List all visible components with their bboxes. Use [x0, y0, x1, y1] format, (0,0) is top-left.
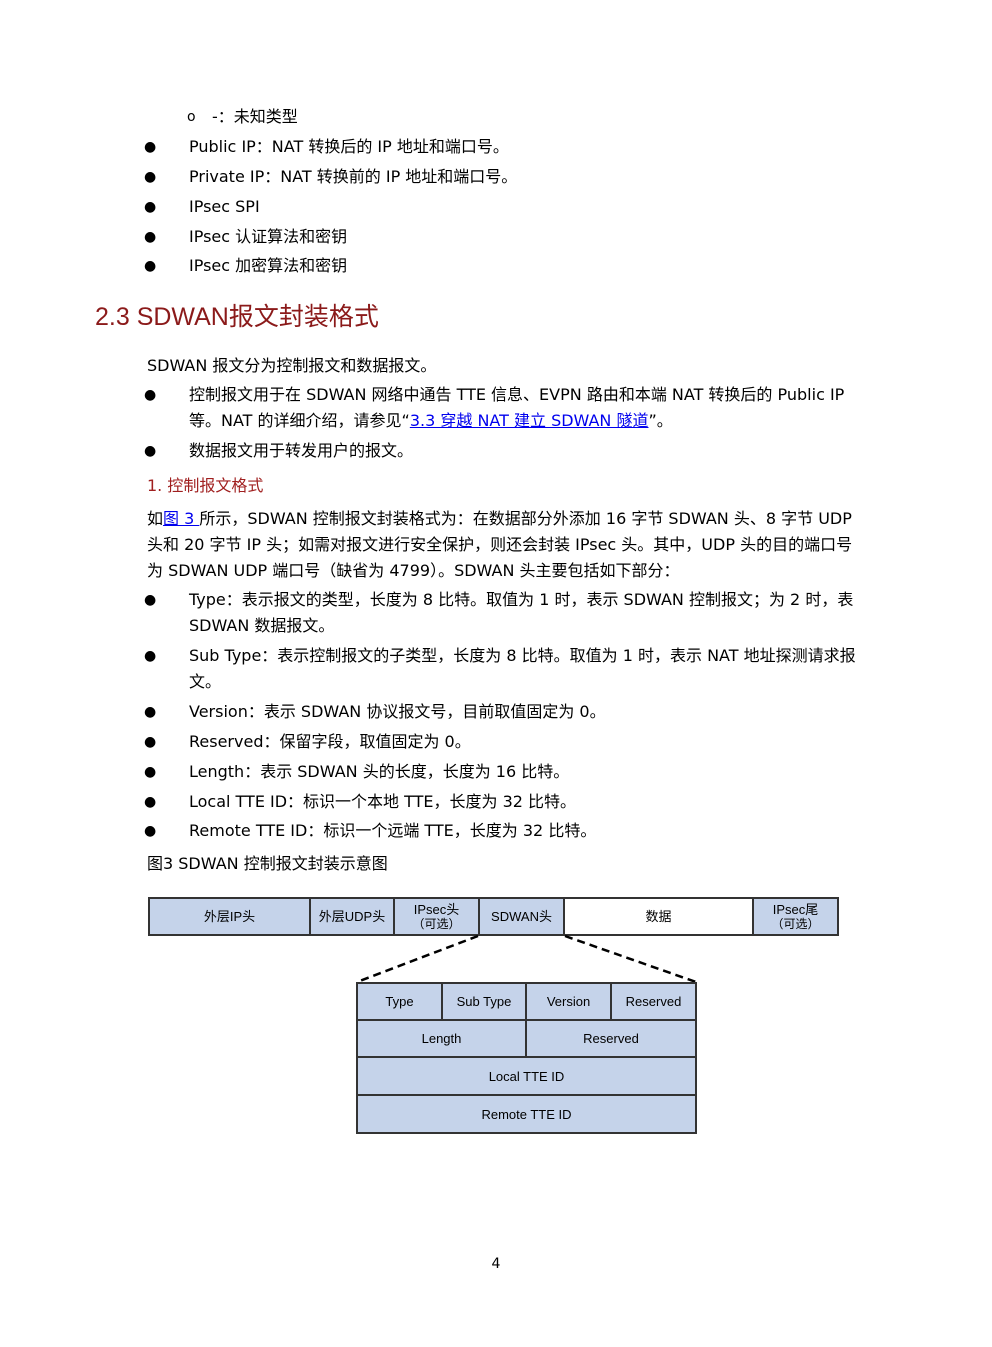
- figure-caption: 图3 SDWAN 控制报文封装示意图: [147, 854, 388, 873]
- sdwan-header-cell: SDWAN头: [478, 897, 565, 936]
- paragraph-line: 头和 20 字节 IP 头；如需对报文进行安全保护，则还会封装 IPsec 头。…: [147, 535, 853, 554]
- length-field-cell: Length: [356, 1019, 527, 1058]
- data-cell: 数据: [563, 897, 754, 936]
- cell-label: Reserved: [625, 994, 682, 1009]
- field-item: Type：表示报文的类型，长度为 8 比特。取值为 1 时，表示 SDWAN 控…: [189, 590, 854, 609]
- cell-label: Version: [546, 994, 591, 1009]
- bullet-icon: ●: [144, 169, 157, 185]
- bullet-icon: ●: [144, 258, 157, 274]
- bullet-icon: ●: [144, 704, 157, 720]
- local-tte-id-cell: Local TTE ID: [356, 1056, 697, 1096]
- list-item: IPsec 加密算法和密钥: [189, 256, 348, 275]
- bullet-icon: ●: [144, 443, 157, 459]
- sub-type-field-cell: Sub Type: [441, 982, 527, 1021]
- cell-label: Type: [385, 994, 414, 1009]
- cell-label: Remote TTE ID: [481, 1106, 572, 1122]
- paragraph-line: 如图 3 所示，SDWAN 控制报文封装格式为：在数据部分外添加 16 字节 S…: [147, 505, 852, 532]
- list-item-continuation: 等。NAT 的详细介绍，请参见“3.3 穿越 NAT 建立 SDWAN 隧道”。: [189, 408, 673, 434]
- cell-label: Length: [421, 1031, 462, 1046]
- paragraph-line: 为 SDWAN UDP 端口号（缺省为 4799）。SDWAN 头主要包括如下部…: [147, 561, 680, 580]
- section-3-3-link[interactable]: 3.3 穿越 NAT 建立 SDWAN 隧道: [409, 411, 649, 430]
- list-item: 数据报文用于转发用户的报文。: [189, 441, 414, 460]
- bullet-icon: ●: [144, 734, 157, 750]
- dashed-line-right: [564, 934, 697, 984]
- cell-label: 数据: [645, 909, 672, 924]
- cell-label: 外层UDP头: [318, 909, 386, 924]
- field-item: Length：表示 SDWAN 头的长度，长度为 16 比特。: [189, 762, 570, 781]
- sub-bullet-marker: o: [187, 109, 196, 125]
- list-item: IPsec 认证算法和密钥: [189, 227, 348, 246]
- ipsec-tail-cell: IPsec尾 （可选）: [752, 897, 839, 936]
- bullet-icon: ●: [144, 229, 157, 245]
- list-item: -：未知类型: [212, 107, 298, 126]
- cell-note: （可选）: [412, 916, 461, 931]
- bullet-icon: ●: [144, 648, 157, 664]
- cell-label: SDWAN头: [491, 909, 552, 924]
- field-item: Reserved：保留字段，取值固定为 0。: [189, 732, 471, 751]
- field-item: Sub Type：表示控制报文的子类型，长度为 8 比特。取值为 1 时，表示 …: [189, 646, 856, 665]
- bullet-icon: ●: [144, 139, 157, 155]
- text-span: 所示，SDWAN 控制报文封装格式为：在数据部分外添加 16 字节 SDWAN …: [199, 509, 852, 528]
- cell-label: Local TTE ID: [488, 1068, 565, 1084]
- cell-label: Sub Type: [456, 994, 512, 1009]
- bullet-icon: ●: [144, 199, 157, 215]
- cell-label: Reserved: [583, 1031, 639, 1046]
- text-span: 如: [147, 509, 164, 528]
- cell-note: （可选）: [771, 916, 820, 931]
- list-item: 控制报文用于在 SDWAN 网络中通告 TTE 信息、EVPN 路由和本端 NA…: [189, 385, 845, 404]
- subsection-heading: 1. 控制报文格式: [147, 476, 264, 495]
- page-number: 4: [491, 1256, 501, 1272]
- field-item: Version：表示 SDWAN 协议报文号，目前取值固定为 0。: [189, 702, 606, 721]
- reserved-field-cell: Reserved: [610, 982, 697, 1021]
- figure-3-link[interactable]: 图 3: [163, 509, 200, 528]
- bullet-icon: ●: [144, 794, 157, 810]
- field-item-continuation: 文。: [189, 672, 222, 691]
- field-item-continuation: SDWAN 数据报文。: [189, 616, 335, 635]
- list-item: Private IP：NAT 转换前的 IP 地址和端口号。: [189, 167, 518, 186]
- section-heading: 2.3 SDWAN报文封装格式: [95, 303, 379, 331]
- outer-udp-header-cell: 外层UDP头: [309, 897, 395, 936]
- bullet-icon: ●: [144, 823, 157, 839]
- remote-tte-id-cell: Remote TTE ID: [356, 1094, 697, 1134]
- cell-label: IPsec头: [413, 901, 460, 917]
- cell-label: IPsec尾: [772, 901, 819, 917]
- cell-label: 外层IP头: [203, 909, 256, 924]
- list-item: IPsec SPI: [189, 197, 260, 216]
- type-field-cell: Type: [356, 982, 443, 1021]
- section-intro: SDWAN 报文分为控制报文和数据报文。: [147, 356, 437, 375]
- reserved-field-cell-2: Reserved: [525, 1019, 697, 1058]
- text-span: ”。: [648, 411, 673, 430]
- bullet-icon: ●: [144, 592, 157, 608]
- list-item: Public IP：NAT 转换后的 IP 地址和端口号。: [189, 137, 509, 156]
- version-field-cell: Version: [525, 982, 612, 1021]
- field-item: Remote TTE ID：标识一个远端 TTE，长度为 32 比特。: [189, 821, 597, 840]
- bullet-icon: ●: [144, 764, 157, 780]
- field-item: Local TTE ID：标识一个本地 TTE，长度为 32 比特。: [189, 792, 577, 811]
- bullet-icon: ●: [144, 387, 157, 403]
- text-span: 等。NAT 的详细介绍，请参见“: [189, 411, 410, 430]
- dashed-line-left: [356, 934, 479, 984]
